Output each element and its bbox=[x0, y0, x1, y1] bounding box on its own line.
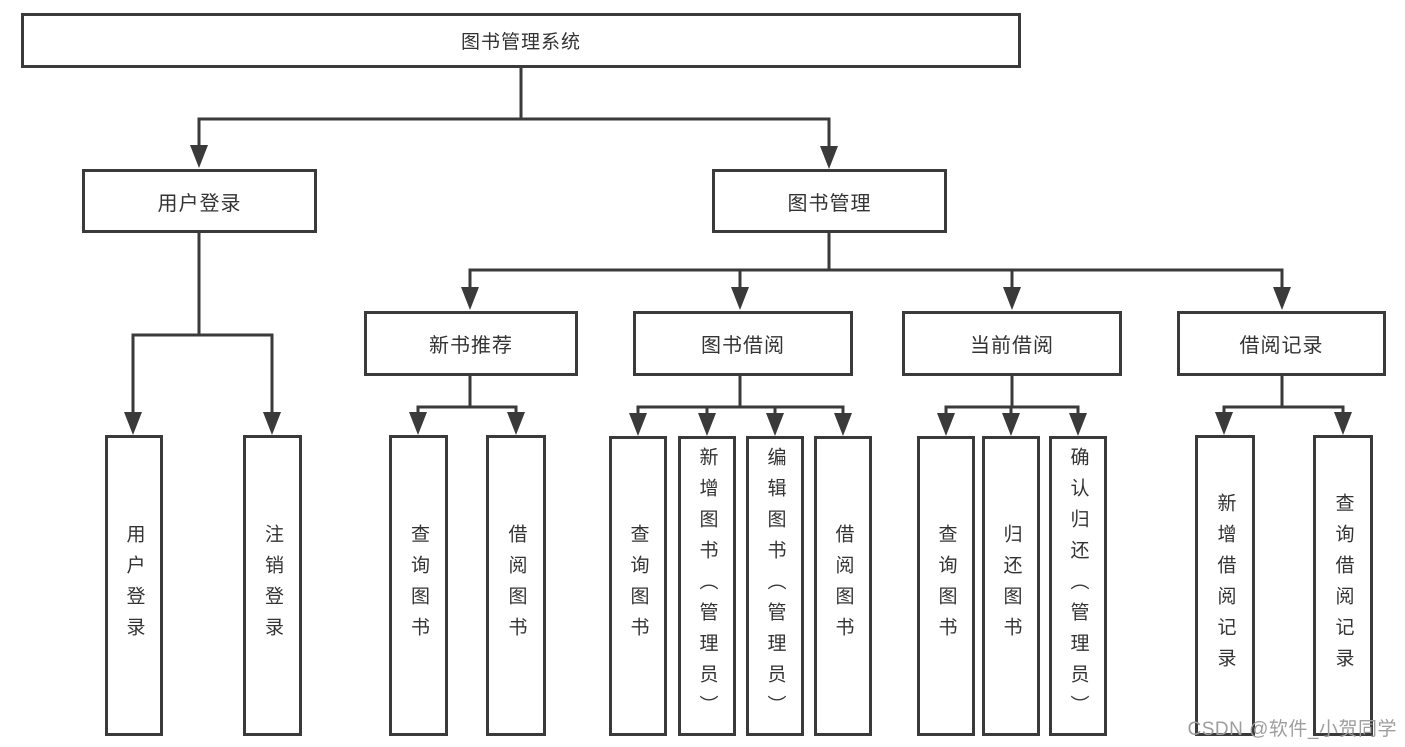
node-borrow-records: 借阅记录 bbox=[1177, 311, 1386, 376]
leaf-label: 确认归还（管理员） bbox=[1067, 446, 1089, 726]
leaf-label: 归还图书 bbox=[1000, 524, 1022, 648]
leaf-label: 注销登录 bbox=[262, 523, 283, 648]
leaf-label: 新增图书（管理员） bbox=[696, 446, 718, 726]
leaf-label: 借阅图书 bbox=[832, 524, 854, 648]
leaf-borrow-query-books: 查询图书 bbox=[609, 436, 667, 736]
leaf-current-return-books: 归还图书 bbox=[982, 436, 1040, 736]
node-book-management: 图书管理 bbox=[712, 169, 947, 233]
leaf-borrow-edit-books-admin: 编辑图书（管理员） bbox=[746, 436, 804, 736]
leaf-recommend-borrow-books: 借阅图书 bbox=[486, 435, 546, 736]
leaf-records-query-borrow-record: 查询借阅记录 bbox=[1313, 435, 1373, 736]
leaf-current-query-books: 查询图书 bbox=[917, 436, 975, 736]
tree-edges bbox=[131, 65, 1345, 416]
leaf-borrow-borrow-books: 借阅图书 bbox=[814, 436, 872, 736]
node-new-book-recommend: 新书推荐 bbox=[364, 311, 578, 376]
node-user-login: 用户登录 bbox=[82, 169, 317, 233]
leaf-user-login: 用户登录 bbox=[105, 435, 163, 736]
node-library-management-system: 图书管理系统 bbox=[21, 13, 1021, 68]
leaf-label: 编辑图书（管理员） bbox=[764, 446, 786, 726]
leaf-label: 用户登录 bbox=[123, 523, 145, 648]
leaf-logout-login: 注销登录 bbox=[243, 435, 302, 736]
leaf-label: 查询图书 bbox=[408, 523, 429, 648]
leaf-label: 查询图书 bbox=[627, 524, 649, 648]
leaf-records-add-borrow-record: 新增借阅记录 bbox=[1195, 435, 1255, 736]
leaf-label: 新增借阅记录 bbox=[1214, 492, 1236, 679]
csdn-watermark: CSDN @软件_小贺同学 bbox=[1187, 719, 1397, 740]
leaf-label: 查询图书 bbox=[935, 524, 957, 648]
leaf-recommend-query-books: 查询图书 bbox=[389, 435, 448, 736]
leaf-current-confirm-return-admin: 确认归还（管理员） bbox=[1049, 436, 1107, 736]
arrowheads bbox=[124, 145, 1352, 436]
node-book-borrow: 图书借阅 bbox=[633, 311, 853, 376]
leaf-label: 借阅图书 bbox=[505, 523, 527, 648]
leaf-label: 查询借阅记录 bbox=[1332, 492, 1354, 679]
leaf-borrow-add-books-admin: 新增图书（管理员） bbox=[678, 436, 736, 736]
node-current-borrow: 当前借阅 bbox=[902, 311, 1122, 376]
